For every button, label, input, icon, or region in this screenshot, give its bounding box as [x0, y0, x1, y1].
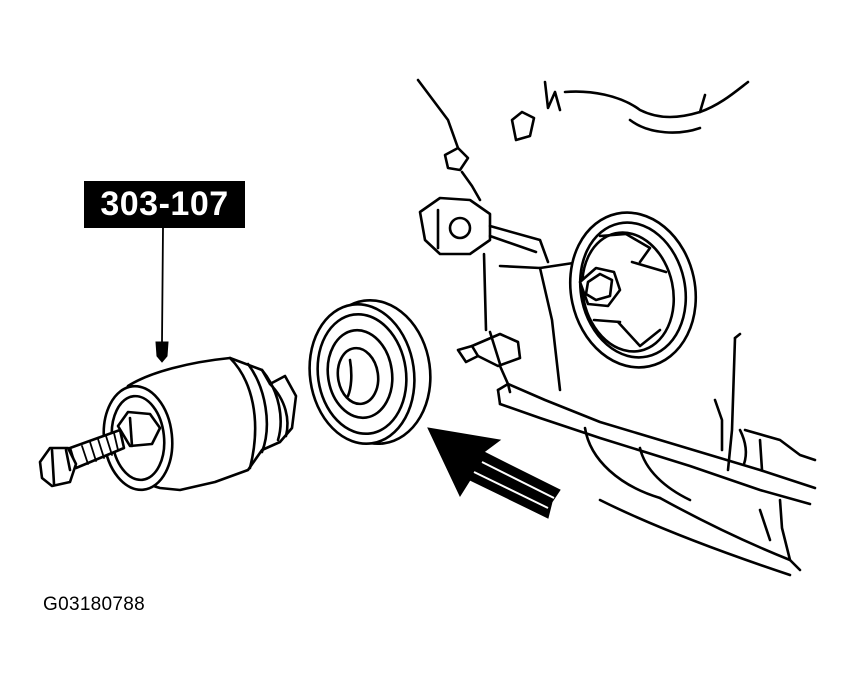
install-direction-arrow	[427, 427, 561, 519]
seal-installer-tool	[38, 227, 298, 492]
crankshaft-front-seal	[308, 298, 432, 446]
figure-code: G03180788	[43, 594, 146, 615]
tool-number-callout: 303-107	[84, 181, 245, 228]
tool-number-label: 303-107	[100, 185, 229, 223]
engine-front-drawing	[416, 78, 817, 577]
